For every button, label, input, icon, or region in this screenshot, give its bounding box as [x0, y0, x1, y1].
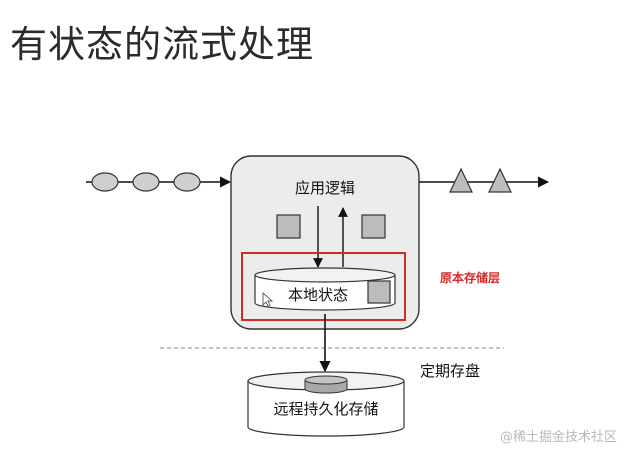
remote-storage-label: 远程持久化存储	[273, 400, 378, 418]
app-logic-label: 应用逻辑	[295, 179, 355, 197]
output-event-2	[488, 167, 512, 193]
storage-layer-highlight	[241, 252, 406, 321]
input-event-1	[91, 172, 119, 192]
snapshot-block	[304, 375, 348, 394]
input-event-3	[173, 172, 201, 192]
cursor-icon	[262, 291, 274, 307]
page-title: 有状态的流式处理	[10, 23, 314, 66]
output-event-1	[449, 167, 473, 193]
state-square-left	[276, 214, 301, 239]
local-state-square	[367, 280, 391, 304]
local-state-disk	[254, 267, 396, 311]
storage-layer-label: 原本存储层	[440, 270, 500, 285]
local-state-label: 本地状态	[288, 286, 348, 304]
checkpoint-label: 定期存盘	[420, 362, 480, 380]
watermark: @稀土掘金技术社区	[500, 430, 618, 445]
input-event-2	[132, 172, 160, 192]
state-square-right	[361, 214, 386, 239]
